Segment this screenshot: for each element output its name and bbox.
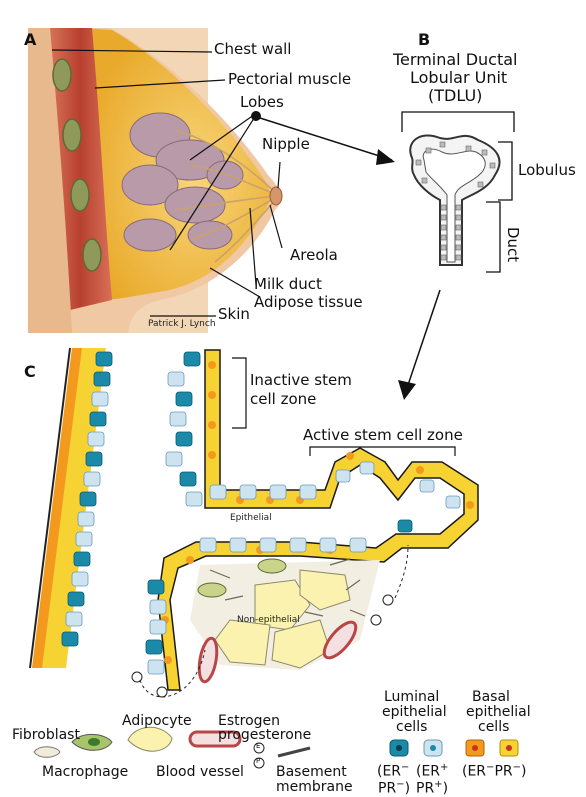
label-chest-wall: Chest wall (214, 42, 291, 58)
legend-progesterone: progesterone (218, 728, 311, 743)
close-paren: ) (405, 781, 410, 797)
legend-luminal-pos-status-2: PR+) (416, 780, 448, 796)
pr-text: PR (416, 781, 434, 797)
tdlu-title-line3: (TDLU) (428, 88, 482, 105)
legend-macrophage: Macrophage (42, 765, 128, 780)
minus-sign: − (401, 762, 409, 773)
legend-basement-line2: membrane (276, 780, 353, 795)
minus-sign: − (396, 779, 404, 790)
label-lobulus: Lobulus (518, 163, 576, 179)
label-non-epithelial: Non-epithelial (237, 616, 300, 625)
label-areola: Areola (290, 248, 338, 264)
er-text: (ER (416, 764, 440, 780)
pr-text: PR (494, 764, 512, 780)
legend-luminal-line3: cells (396, 720, 427, 735)
label-inactive-line2: cell zone (250, 392, 316, 408)
legend-luminal-line2: epithelial (382, 705, 447, 720)
label-pectorial-muscle: Pectorial muscle (228, 72, 351, 88)
plus-sign: + (434, 779, 442, 790)
tdlu-title-line1: Terminal Ductal (393, 52, 517, 69)
er-text: (ER (377, 764, 401, 780)
illustration-credit: Patrick J. Lynch (148, 320, 216, 329)
panel-c-label: C (24, 362, 36, 381)
legend-basal-line1: Basal (472, 690, 510, 705)
legend-e-symbol: E (256, 743, 260, 750)
legend-adipocyte: Adipocyte (122, 714, 192, 729)
label-lobes: Lobes (240, 95, 284, 111)
legend-luminal-neg-status-2: PR−) (378, 780, 410, 796)
minus-sign: − (513, 762, 521, 773)
label-milk-duct: Milk duct (254, 277, 322, 293)
legend-p-symbol: P (256, 758, 260, 765)
tdlu-title-line2: Lobular Unit (410, 70, 507, 87)
label-duct: Duct (504, 227, 520, 262)
panel-a-label: A (24, 30, 36, 49)
label-active-zone: Active stem cell zone (303, 428, 463, 444)
legend-basal-status: (ER−PR−) (462, 763, 526, 779)
plus-sign: + (440, 762, 448, 773)
legend-luminal-pos-status: (ER+ (416, 763, 448, 779)
legend-luminal-neg-status: (ER− (377, 763, 409, 779)
close-paren: ) (521, 764, 526, 780)
pr-text: PR (378, 781, 396, 797)
close-paren: ) (443, 781, 448, 797)
label-nipple: Nipple (262, 137, 310, 153)
label-epithelial: Epithelial (230, 514, 272, 523)
panel-b-label: B (418, 30, 430, 49)
label-adipose-tissue: Adipose tissue (254, 295, 363, 311)
legend-luminal-line1: Luminal (384, 690, 439, 705)
label-skin: Skin (218, 307, 250, 323)
legend-basal-line2: epithelial (466, 705, 531, 720)
legend-basement-line1: Basement (276, 765, 347, 780)
tdlu-illustration (398, 112, 514, 400)
er-text: (ER (462, 764, 486, 780)
legend-fibroblast: Fibroblast (12, 728, 80, 743)
legend-basal-line3: cells (478, 720, 509, 735)
legend-blood-vessel: Blood vessel (156, 765, 244, 780)
label-inactive-line1: Inactive stem (250, 373, 352, 389)
